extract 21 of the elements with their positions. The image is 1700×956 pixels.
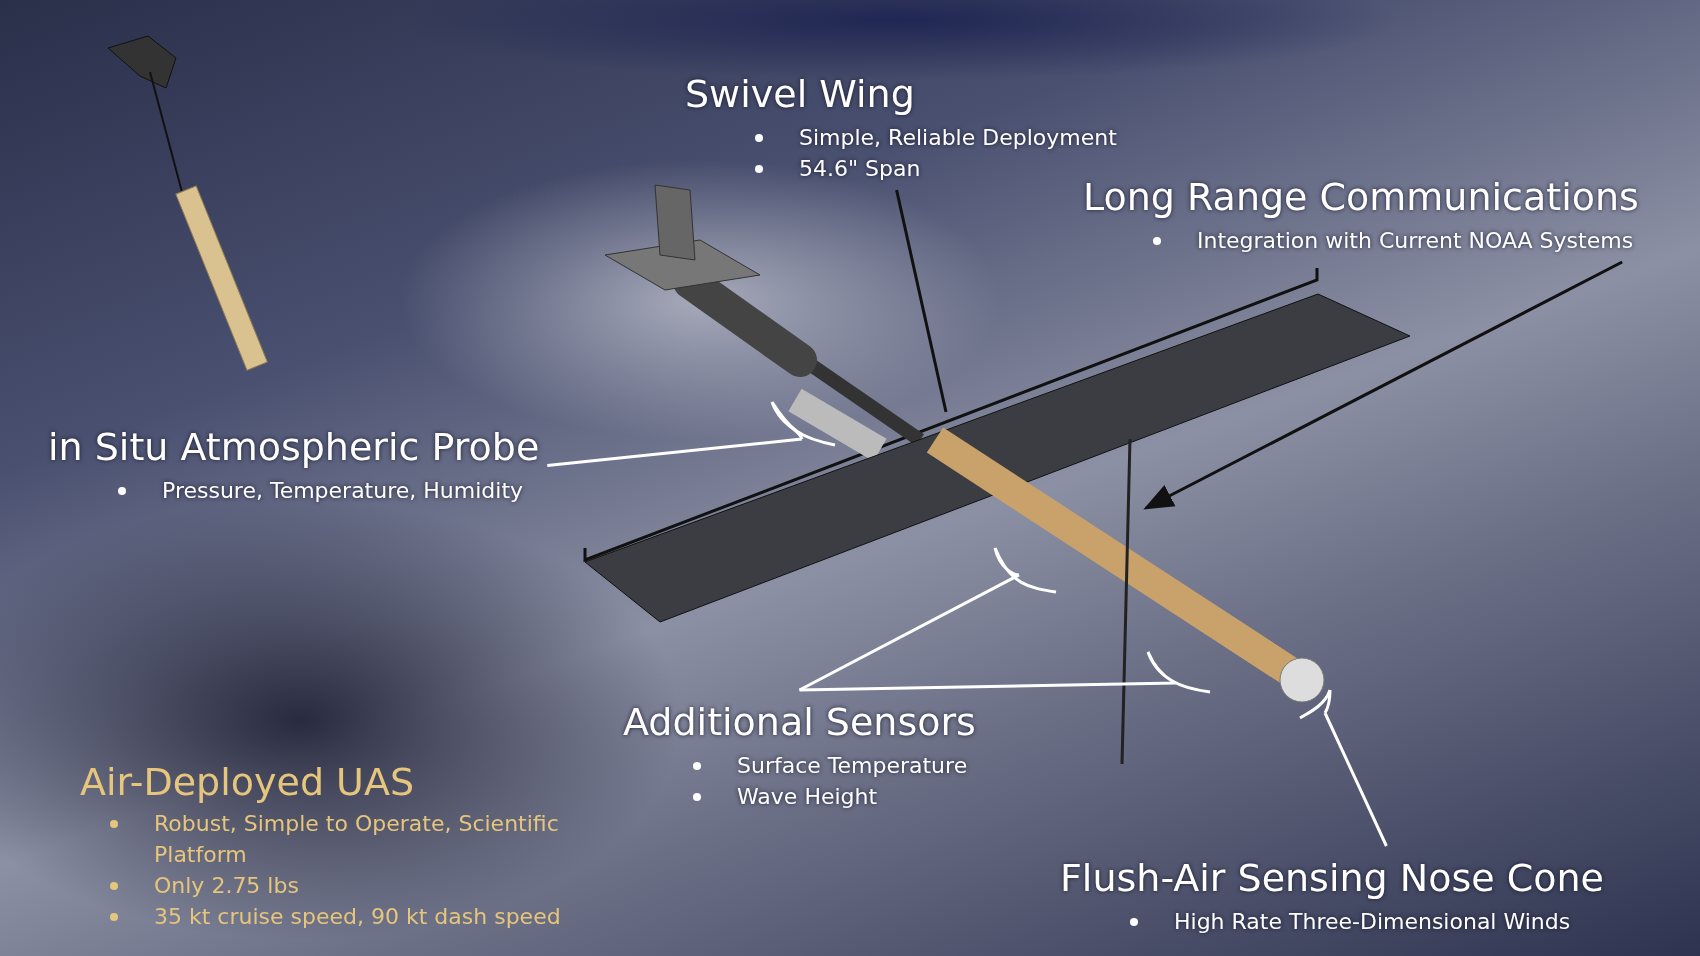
leader-line (545, 400, 837, 467)
bullet-item: Simple, Reliable Deployment (799, 124, 1117, 152)
leader-line (895, 189, 948, 413)
bullet-item: 35 kt cruise speed, 90 kt dash speed (154, 903, 561, 931)
bullet-item: High Rate Three-Dimensional Winds (1174, 908, 1571, 936)
callout-heading: Long Range Communications (1083, 175, 1639, 219)
bullet-item: Surface Temperature (737, 752, 968, 780)
heading: Air-Deployed UAS (80, 760, 416, 804)
callout-heading: in Situ Atmospheric Probe (48, 425, 540, 469)
bullet-item: Only 2.75 lbs (154, 872, 299, 900)
leader-line (798, 650, 1212, 694)
bullet-item: Integration with Current NOAA Systems (1197, 227, 1634, 255)
bullet-item: Robust, Simple to Operate, Scientific Platform (154, 810, 560, 869)
callout-heading: Additional Sensors (623, 700, 976, 744)
bullet-item: Wave Height (737, 783, 878, 811)
callout-heading: Flush-Air Sensing Nose Cone (1060, 856, 1604, 900)
bullet-item: Pressure, Temperature, Humidity (162, 477, 524, 505)
bullet-item: 54.6" Span (799, 155, 921, 183)
leader-line (1298, 688, 1388, 848)
leader-line (1143, 260, 1623, 510)
callout-heading: Swivel Wing (685, 72, 916, 116)
